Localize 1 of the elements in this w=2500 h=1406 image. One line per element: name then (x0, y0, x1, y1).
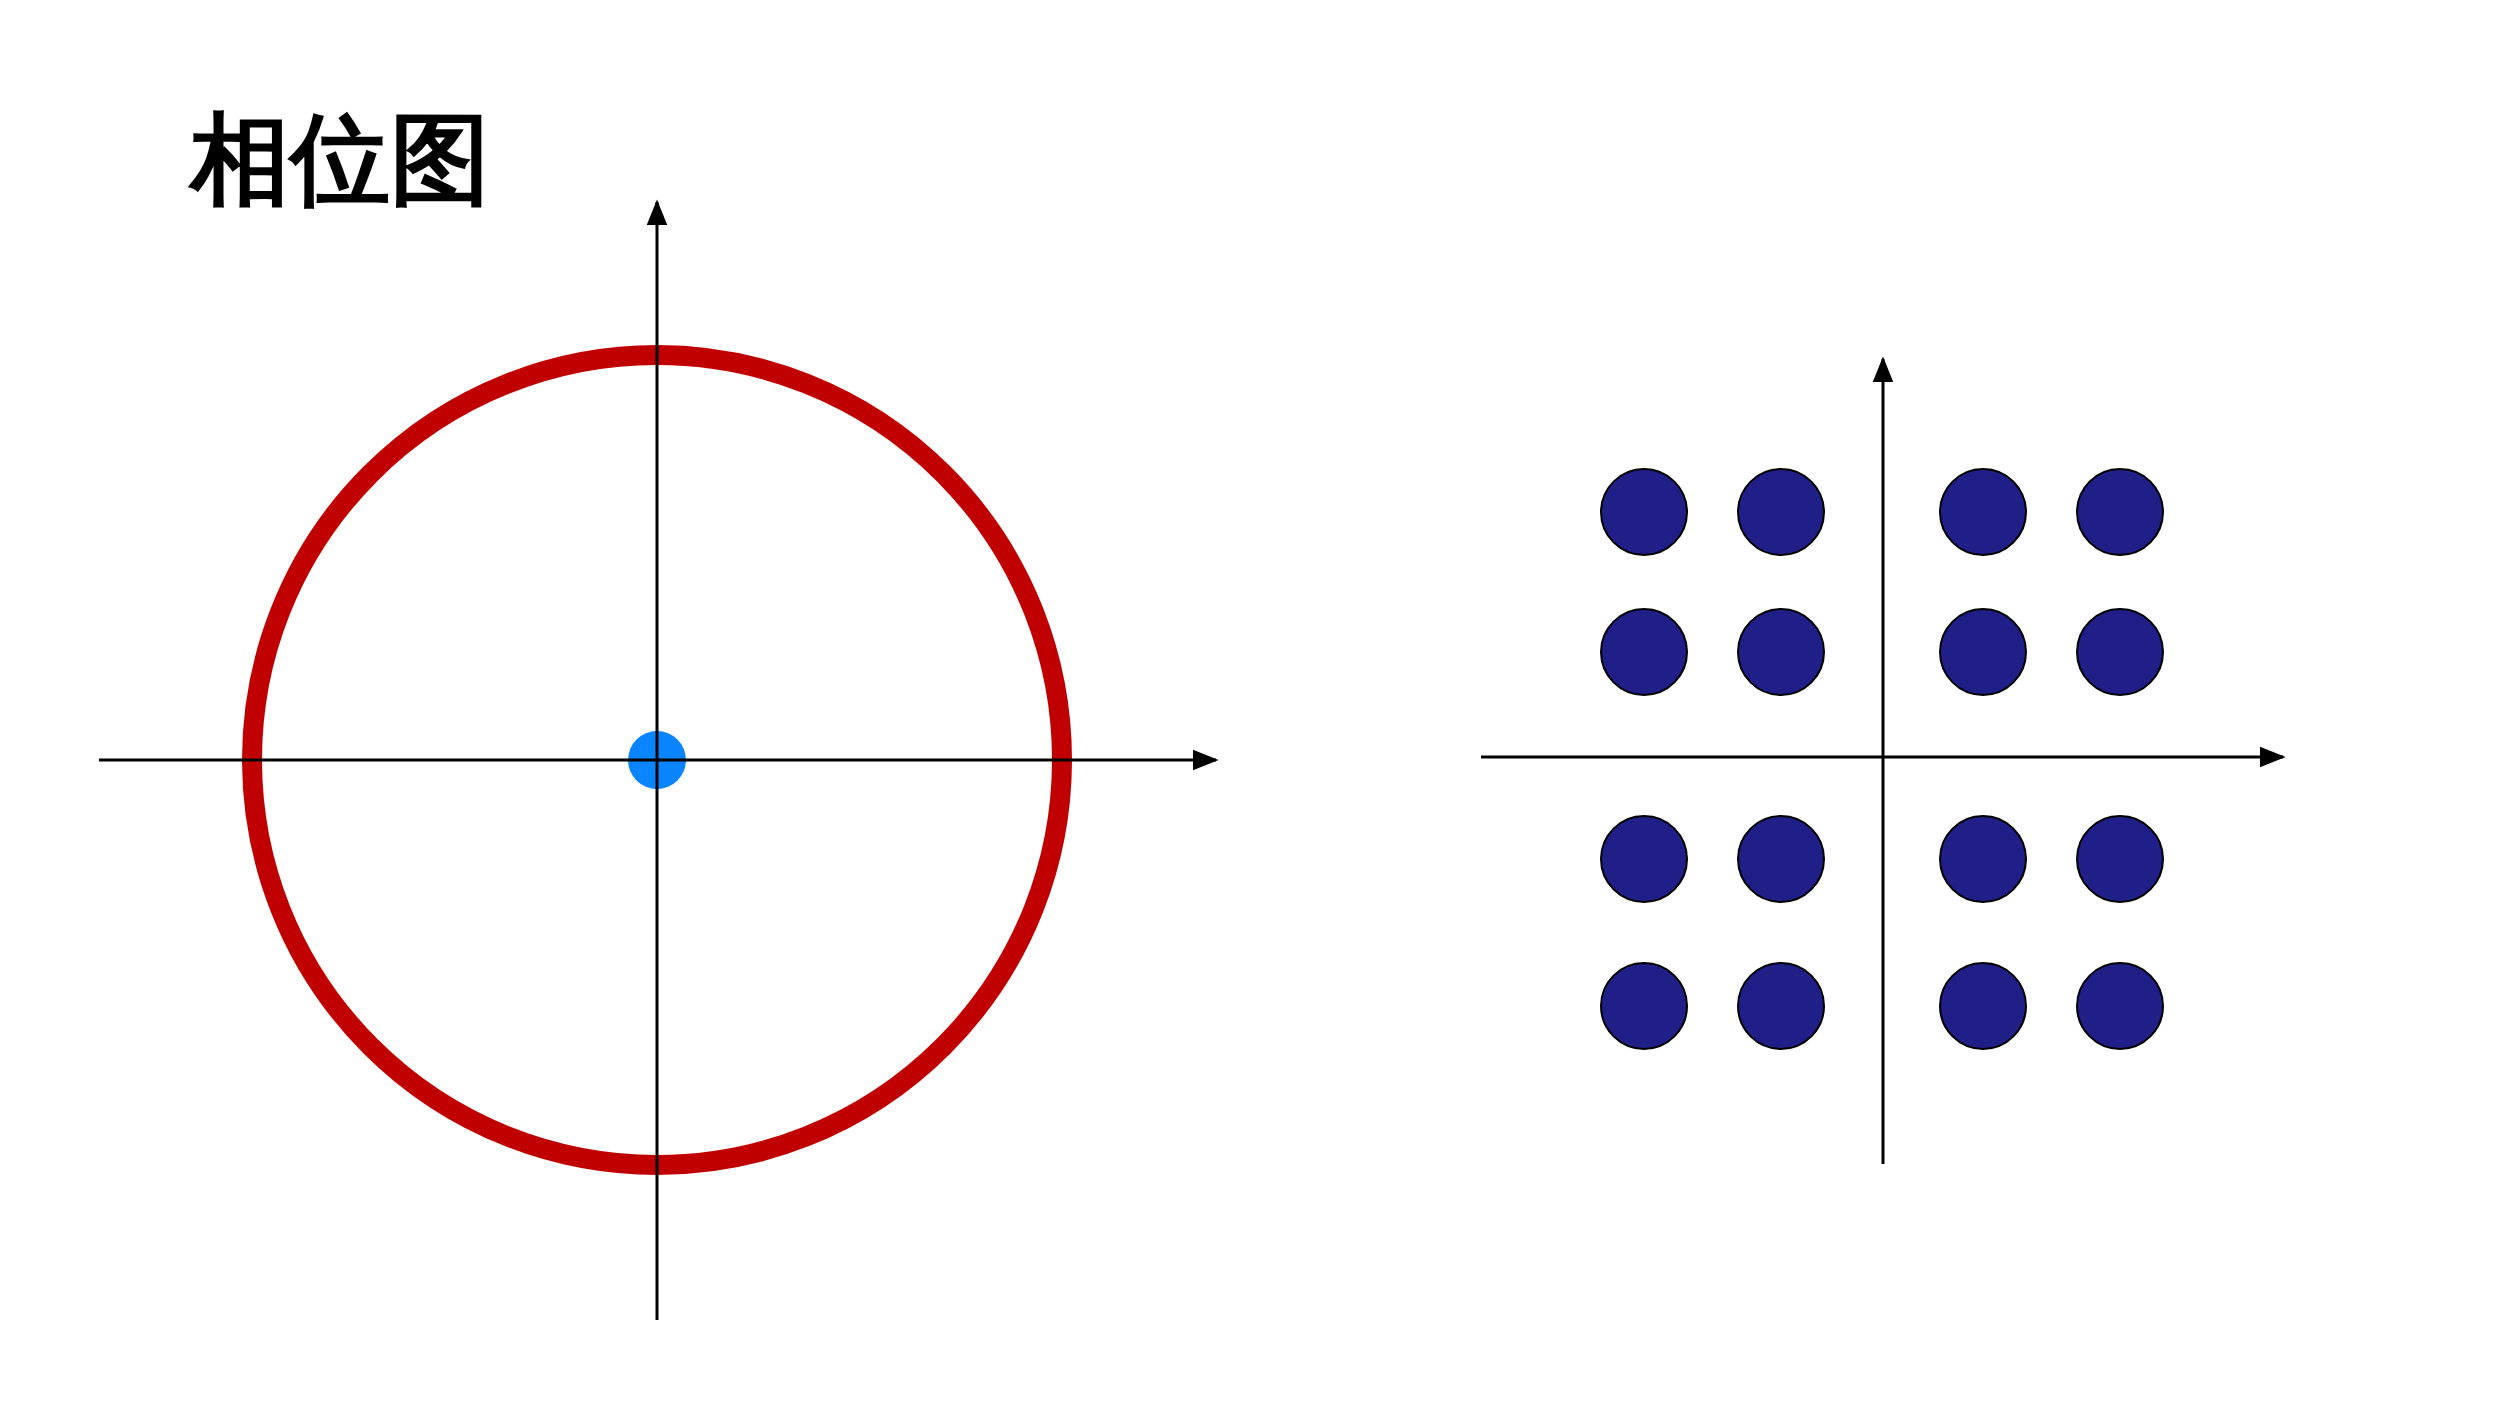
title: 相位图 (190, 105, 490, 215)
